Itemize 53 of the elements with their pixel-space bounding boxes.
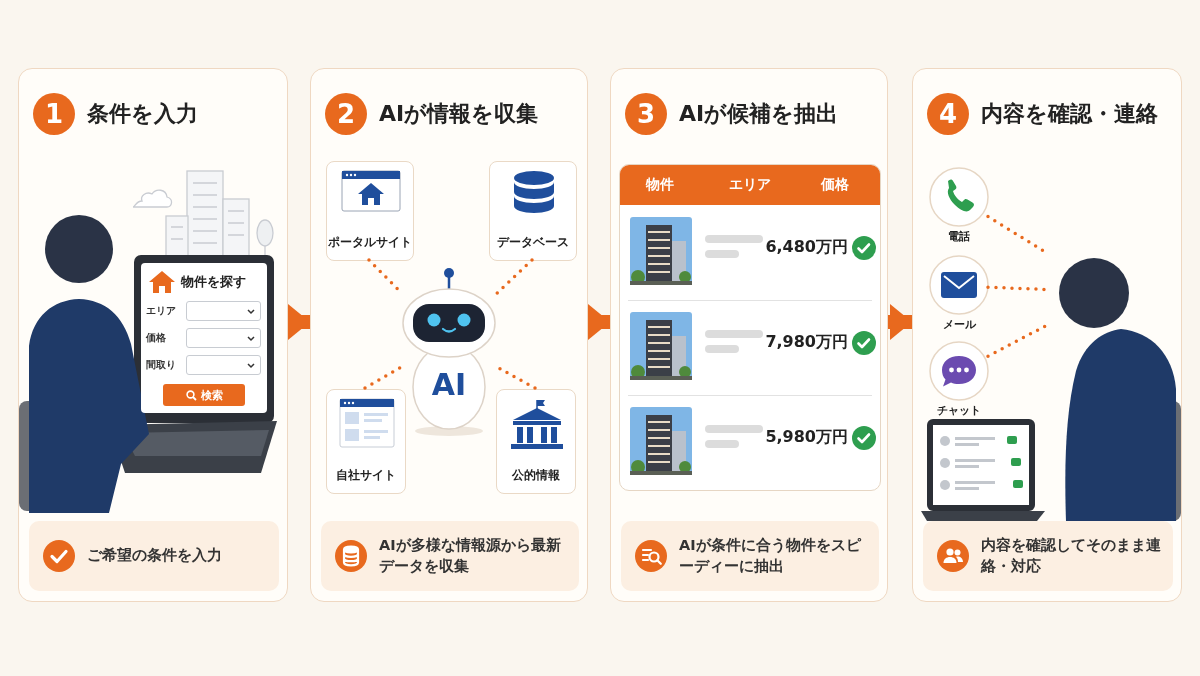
step-title: AIが情報を収集: [379, 100, 540, 128]
field-label: エリア: [146, 305, 176, 318]
source-label: データベース: [496, 235, 570, 250]
field-label: 価格: [146, 332, 166, 345]
channel-label: 電話: [947, 229, 971, 244]
step-number: 1: [33, 93, 75, 135]
dotted-connector: [986, 324, 1047, 358]
source-card: [496, 389, 576, 494]
note-text: 内容を確認してそのまま連絡・対応: [981, 536, 1162, 576]
column-header: 物件: [644, 176, 675, 194]
flow-arrow: [588, 304, 610, 340]
price-text: 7,980万円: [764, 332, 848, 353]
source-label: 公的情報: [511, 468, 561, 483]
column-header: エリア: [728, 176, 772, 194]
source-card: [489, 161, 577, 261]
note-card: [621, 521, 879, 591]
step-panel: [610, 68, 888, 602]
source-card: [326, 389, 406, 494]
form-title: 物件を探す: [181, 273, 246, 291]
note-text: AIが条件に合う物件をスピーディーに抽出: [679, 536, 863, 576]
step-title: AIが候補を抽出: [679, 100, 840, 128]
flow-arrow: [888, 304, 912, 340]
channel-label: チャット: [936, 403, 982, 418]
step-panel: [912, 68, 1182, 602]
source-label: ポータルサイト: [327, 235, 413, 250]
flow-arrow: [288, 304, 310, 340]
price-text: 6,480万円: [764, 237, 848, 258]
step-number: 4: [927, 93, 969, 135]
dotted-connector: [494, 258, 534, 297]
source-label: 自社サイト: [335, 468, 397, 483]
step-panel: [310, 68, 588, 602]
note-card: [321, 521, 579, 591]
search-button: 検索: [163, 384, 245, 406]
price-text: 5,980万円: [764, 427, 848, 448]
column-header: 価格: [820, 176, 850, 194]
step-title: 内容を確認・連絡: [981, 100, 1159, 128]
note-text: ご希望の条件を入力: [87, 546, 223, 566]
note-card: [923, 521, 1173, 591]
note-card: [29, 521, 279, 591]
step-title: 条件を入力: [87, 100, 199, 128]
source-card: [326, 161, 414, 261]
dotted-connector: [363, 366, 402, 390]
step-panel: [18, 68, 288, 602]
step-number: 3: [625, 93, 667, 135]
dotted-connector: [986, 285, 1047, 292]
robot-label: AI: [430, 367, 468, 402]
search-form: [141, 263, 267, 413]
result-table: [619, 164, 881, 491]
note-text: AIが多様な情報源から最新データを収集: [379, 536, 562, 576]
field-label: 間取り: [146, 359, 176, 372]
channel-label: メール: [941, 317, 977, 332]
step-number: 2: [325, 93, 367, 135]
dotted-connector: [986, 214, 1047, 254]
